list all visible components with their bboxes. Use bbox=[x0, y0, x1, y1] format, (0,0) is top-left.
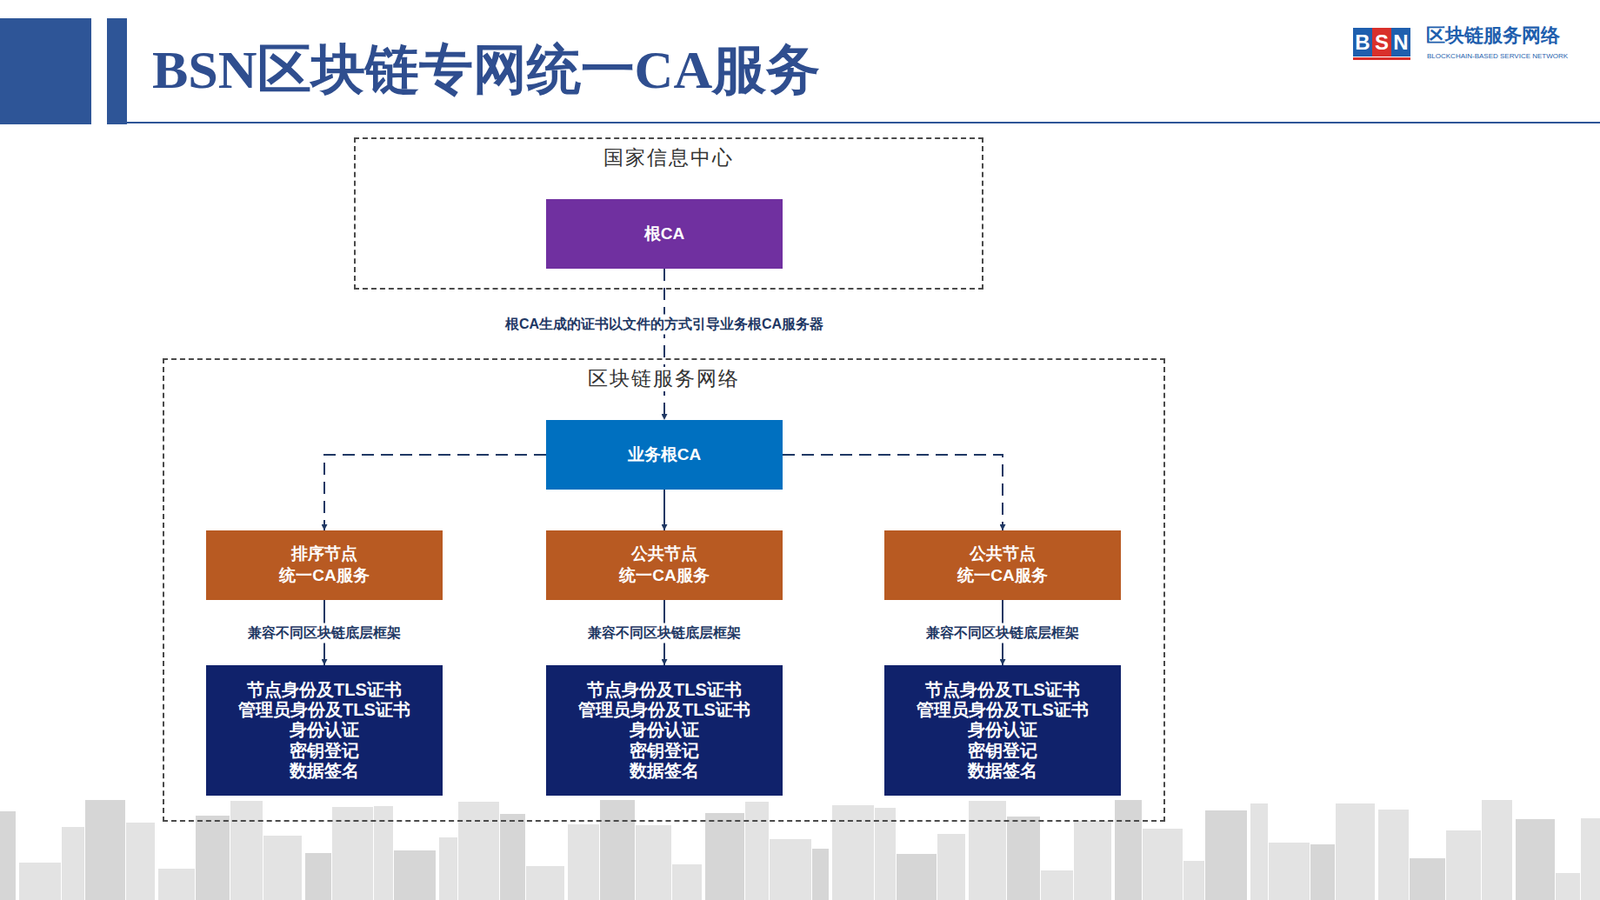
region-heading: 区块链服务网络 bbox=[582, 366, 746, 392]
box-text: 身份认证 bbox=[967, 720, 1038, 740]
building-shape bbox=[672, 864, 702, 900]
building-shape bbox=[1409, 858, 1446, 900]
box-text: 身份认证 bbox=[289, 720, 360, 740]
building-shape bbox=[832, 805, 874, 900]
building-shape bbox=[1335, 803, 1375, 900]
building-shape bbox=[19, 862, 61, 900]
building-shape bbox=[1040, 870, 1074, 900]
connector-arrow bbox=[663, 489, 666, 531]
edge-label: 兼容不同区块链底层框架 bbox=[921, 622, 1084, 643]
building-shape bbox=[705, 813, 745, 900]
building-shape bbox=[1205, 810, 1247, 900]
building-shape bbox=[1378, 809, 1409, 900]
box-text: 数据签名 bbox=[289, 760, 360, 781]
logo-letter: N bbox=[1391, 27, 1411, 57]
building-shape bbox=[500, 813, 526, 900]
function-box: 节点身份及TLS证书管理员身份及TLS证书身份认证密钥登记数据签名 bbox=[546, 665, 783, 796]
header-bar bbox=[106, 18, 127, 125]
building-shape bbox=[745, 801, 769, 900]
box-text: 管理员身份及TLS证书 bbox=[578, 700, 751, 720]
header-block bbox=[0, 18, 92, 125]
building-shape bbox=[1481, 800, 1513, 900]
function-box: 节点身份及TLS证书管理员身份及TLS证书身份认证密钥登记数据签名 bbox=[884, 665, 1121, 796]
region-box: 根CA 国家信息中心 bbox=[353, 137, 984, 290]
building-shape bbox=[305, 853, 332, 900]
building-shape bbox=[85, 800, 126, 900]
building-shape bbox=[896, 853, 937, 900]
edge-label: 兼容不同区块链底层框架 bbox=[243, 622, 406, 643]
function-box: 节点身份及TLS证书管理员身份及TLS证书身份认证密钥登记数据签名 bbox=[206, 665, 443, 796]
city-skyline bbox=[0, 800, 1600, 900]
box-text: 根CA bbox=[644, 222, 685, 246]
edge-label: 兼容不同区块链底层框架 bbox=[583, 622, 746, 643]
box-text: 排序节点 统一CA服务 bbox=[269, 543, 379, 587]
box-text: 数据签名 bbox=[967, 760, 1038, 781]
box-text: 密钥登记 bbox=[629, 740, 700, 761]
logo-letter: S bbox=[1372, 27, 1392, 57]
building-shape bbox=[263, 835, 302, 900]
ca-service-box: 排序节点 统一CA服务 bbox=[206, 530, 443, 600]
header-rule bbox=[126, 121, 1600, 124]
ca-service-box: 公共节点 统一CA服务 bbox=[884, 530, 1121, 600]
building-shape bbox=[1114, 800, 1142, 900]
box-text: 管理员身份及TLS证书 bbox=[238, 700, 411, 720]
connector-arrow bbox=[782, 454, 1003, 531]
building-shape bbox=[126, 822, 155, 900]
box-text: 公共节点 统一CA服务 bbox=[947, 543, 1057, 587]
building-shape bbox=[526, 866, 565, 900]
building-shape bbox=[439, 837, 458, 900]
building-shape bbox=[1006, 816, 1040, 900]
building-shape bbox=[1142, 828, 1183, 900]
logo-underline bbox=[1353, 57, 1411, 60]
business-ca-box: 业务根CA bbox=[546, 420, 783, 490]
building-shape bbox=[230, 800, 263, 900]
building-shape bbox=[0, 811, 16, 900]
building-shape bbox=[1073, 820, 1112, 900]
box-text: 身份认证 bbox=[629, 720, 700, 740]
logo-letter: B bbox=[1353, 27, 1373, 57]
building-shape bbox=[567, 824, 600, 900]
building-shape bbox=[393, 850, 436, 900]
building-shape bbox=[600, 800, 635, 900]
edge-label: 根CA生成的证书以文件的方式引导业务根CA服务器 bbox=[500, 314, 828, 335]
box-text: 管理员身份及TLS证书 bbox=[916, 700, 1089, 720]
box-text: 密钥登记 bbox=[289, 740, 360, 761]
box-text: 数据签名 bbox=[629, 760, 700, 781]
building-shape bbox=[1555, 873, 1580, 900]
building-shape bbox=[1250, 803, 1268, 900]
building-shape bbox=[1446, 830, 1481, 900]
box-text: 业务根CA bbox=[627, 443, 701, 467]
box-text: 节点身份及TLS证书 bbox=[925, 680, 1080, 700]
building-shape bbox=[635, 825, 672, 900]
logo-text: 区块链服务网络 bbox=[1426, 24, 1560, 47]
building-shape bbox=[1268, 842, 1310, 900]
building-shape bbox=[1310, 844, 1335, 900]
root-ca-box: 根CA bbox=[546, 199, 783, 269]
region-box: 业务根CA 排序节点 统一CA服务 公共节点 统一CA服务 公共节点 统一CA服务节点… bbox=[162, 358, 1166, 822]
ca-service-box: 公共节点 统一CA服务 bbox=[546, 530, 783, 600]
logo-subtitle: BLOCKCHAIN-BASED SERVICE NETWORK bbox=[1426, 52, 1568, 61]
building-shape bbox=[1183, 860, 1205, 900]
building-shape bbox=[769, 839, 812, 900]
connector-arrow bbox=[324, 454, 547, 531]
building-shape bbox=[158, 868, 195, 900]
building-shape bbox=[937, 833, 966, 900]
building-shape bbox=[195, 815, 230, 900]
page-title: BSN区块链专网统一CA服务 bbox=[152, 40, 820, 100]
building-shape bbox=[1580, 818, 1600, 900]
box-text: 节点身份及TLS证书 bbox=[246, 680, 402, 700]
building-shape bbox=[61, 826, 85, 900]
building-shape bbox=[812, 848, 829, 900]
region-heading: 国家信息中心 bbox=[598, 146, 740, 171]
box-text: 公共节点 统一CA服务 bbox=[609, 543, 719, 587]
box-text: 密钥登记 bbox=[967, 740, 1038, 761]
building-shape bbox=[968, 800, 1007, 900]
box-text: 节点身份及TLS证书 bbox=[586, 680, 742, 700]
building-shape bbox=[1515, 819, 1555, 900]
building-shape bbox=[458, 801, 500, 900]
connector-arrow bbox=[663, 268, 666, 420]
